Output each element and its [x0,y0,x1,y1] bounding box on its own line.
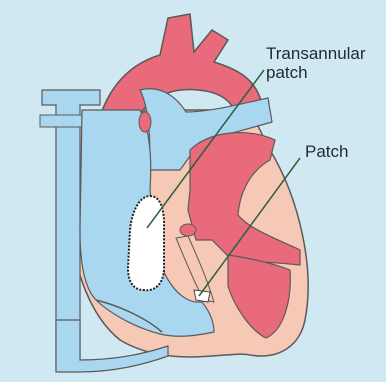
coronary-detail-2 [180,224,196,236]
coronary-detail [139,112,151,132]
transannular-patch-label-line2: patch [266,63,308,82]
transannular-patch-label-line1: Transannular [266,44,366,63]
patch-label: Patch [305,142,348,161]
